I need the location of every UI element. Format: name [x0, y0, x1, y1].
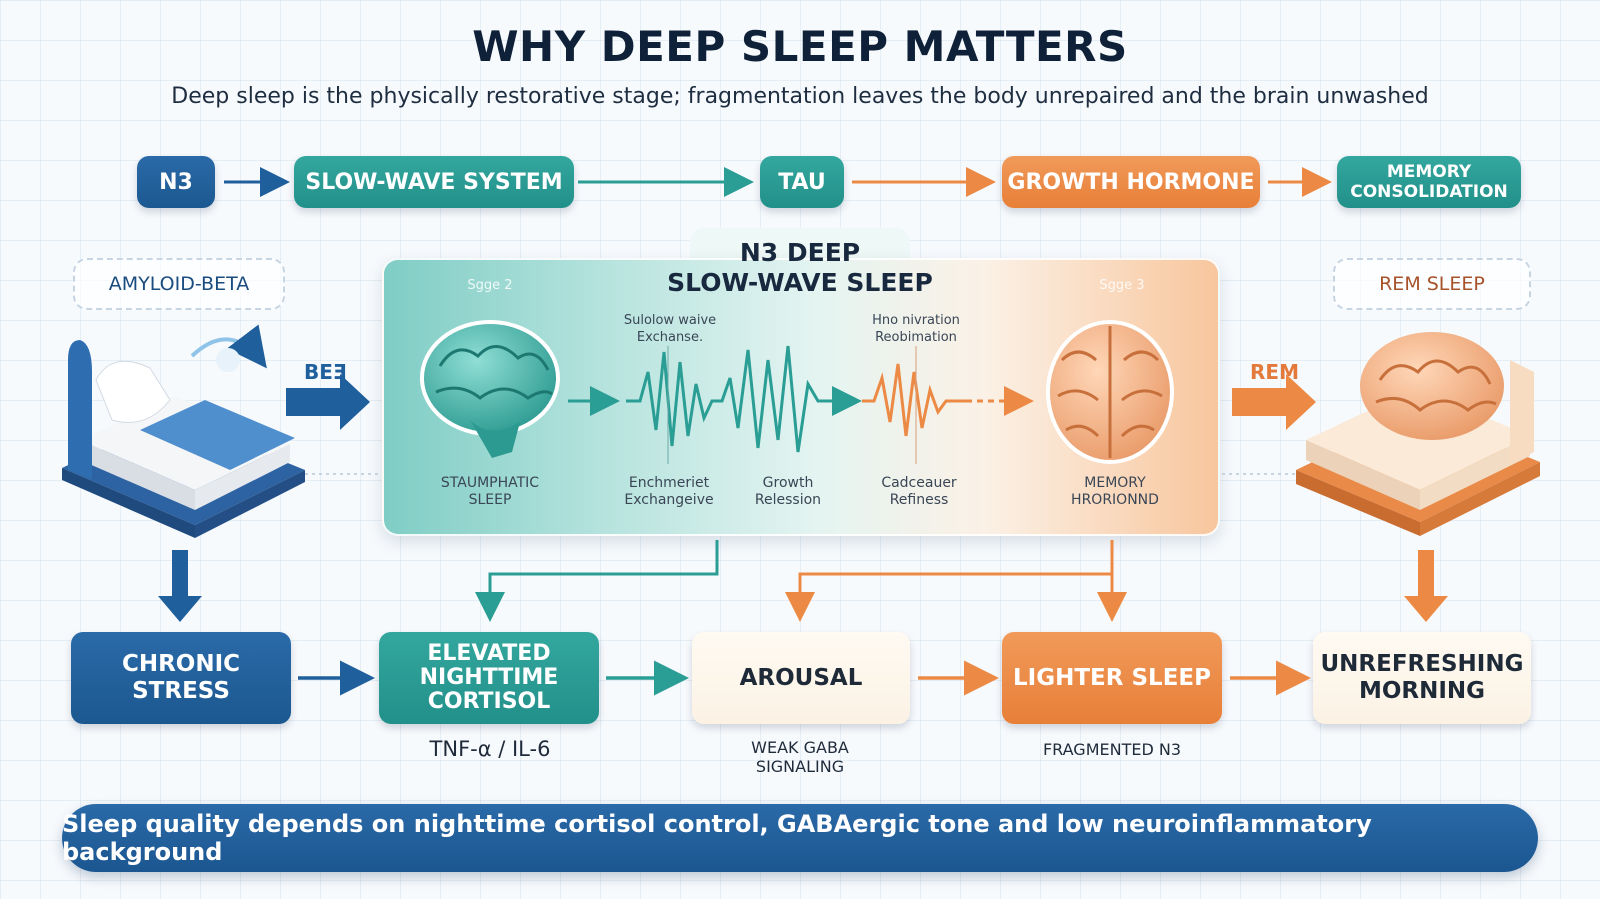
- bed-icon-right: [1296, 360, 1540, 536]
- caption-refiness: Cadceauer Refiness: [881, 475, 957, 508]
- wave-label-left: Sulolow waive Exchanse.: [623, 313, 717, 345]
- top-pill-label: SLOW-WAVE SYSTEM: [305, 169, 563, 195]
- conclusion-banner: Sleep quality depends on nighttime corti…: [62, 804, 1538, 872]
- big-arrow-right: [1232, 374, 1316, 430]
- caption-tnf-il6: TNF-α / IL-6: [429, 737, 551, 761]
- top-pill-tau: TAU: [760, 156, 844, 208]
- banner-text: Sleep quality depends on nighttime corti…: [62, 810, 1372, 866]
- caption-exchange: Enchmeriet Exchangeive: [624, 475, 714, 508]
- box-label: CHRONIC STRESS: [121, 651, 241, 704]
- box-chronic-stress: CHRONIC STRESS: [71, 632, 291, 724]
- caption-staumphatic-sleep: STAUMPHATIC SLEEP: [440, 475, 540, 508]
- box-label: LIGHTER SLEEP: [1013, 664, 1211, 691]
- top-pill-memory-consolidation: MEMORY CONSOLIDATION: [1337, 156, 1521, 208]
- brain-icon-teal: [420, 320, 560, 458]
- panel-title-line1: N3 DEEP: [739, 238, 861, 267]
- caption-fragmented-n3: FRAGMENTED N3: [1042, 740, 1182, 759]
- caption-growth-relession: Growth Relession: [754, 475, 822, 508]
- box-elevated-cortisol: ELEVATED NIGHTTIME CORTISOL: [379, 632, 599, 724]
- caption-weak-gaba: WEAK GABA SIGNALING: [751, 738, 849, 776]
- stage-3-label: Sgge 3: [1099, 278, 1145, 293]
- top-pill-label: TAU: [778, 169, 826, 195]
- box-label: AROUSAL: [739, 664, 863, 691]
- wave-label-right: Hno nivration Reobimation: [872, 313, 960, 345]
- hormone-wave-trace: [862, 363, 966, 437]
- connector-panel-to-arousal: [785, 540, 1114, 622]
- big-arrow-left: [286, 374, 370, 430]
- slow-wave-trace: [626, 345, 830, 453]
- box-arousal: AROUSAL: [692, 632, 910, 724]
- box-unrefreshing-morning: UNREFRESHING MORNING: [1313, 632, 1531, 724]
- top-pill-label: MEMORY CONSOLIDATION: [1350, 162, 1508, 202]
- arrow-down-right: [1404, 550, 1448, 622]
- top-pill-label: N3: [159, 169, 193, 195]
- cycle-arrow-icon: [190, 324, 267, 369]
- bed-icon-left: [62, 340, 305, 538]
- caption-memory: MEMORY HRORIONND: [1071, 475, 1159, 508]
- page-subtitle: Deep sleep is the physically restorative…: [171, 84, 1429, 109]
- label-amyloid-beta: AMYLOID-BETA: [73, 258, 285, 310]
- label-text: REM SLEEP: [1379, 273, 1485, 295]
- stage-2-label: Sgge 2: [467, 278, 513, 293]
- brain-icon-right-bed: [1360, 332, 1504, 440]
- box-label: ELEVATED NIGHTTIME CORTISOL: [419, 641, 559, 714]
- arrow-label-left: BEƎ: [304, 360, 347, 384]
- top-pill-label: GROWTH HORMONE: [1007, 169, 1255, 195]
- label-rem-sleep: REM SLEEP: [1333, 258, 1531, 310]
- brain-icon-peach: [1046, 320, 1174, 464]
- top-pill-slow-wave-system: SLOW-WAVE SYSTEM: [294, 156, 574, 208]
- box-lighter-sleep: LIGHTER SLEEP: [1002, 632, 1222, 724]
- arrow-down-left: [158, 550, 202, 622]
- top-pill-n3: N3: [137, 156, 215, 208]
- connector-panel-to-cortisol: [475, 540, 719, 622]
- label-text: AMYLOID-BETA: [108, 273, 250, 295]
- panel-title-line2: SLOW-WAVE SLEEP: [667, 268, 933, 297]
- bubble-icon: [216, 348, 240, 372]
- box-label: UNREFRESHING MORNING: [1320, 651, 1524, 704]
- top-pill-growth-hormone: GROWTH HORMONE: [1002, 156, 1260, 208]
- page-title: WHY DEEP SLEEP MATTERS: [472, 22, 1128, 71]
